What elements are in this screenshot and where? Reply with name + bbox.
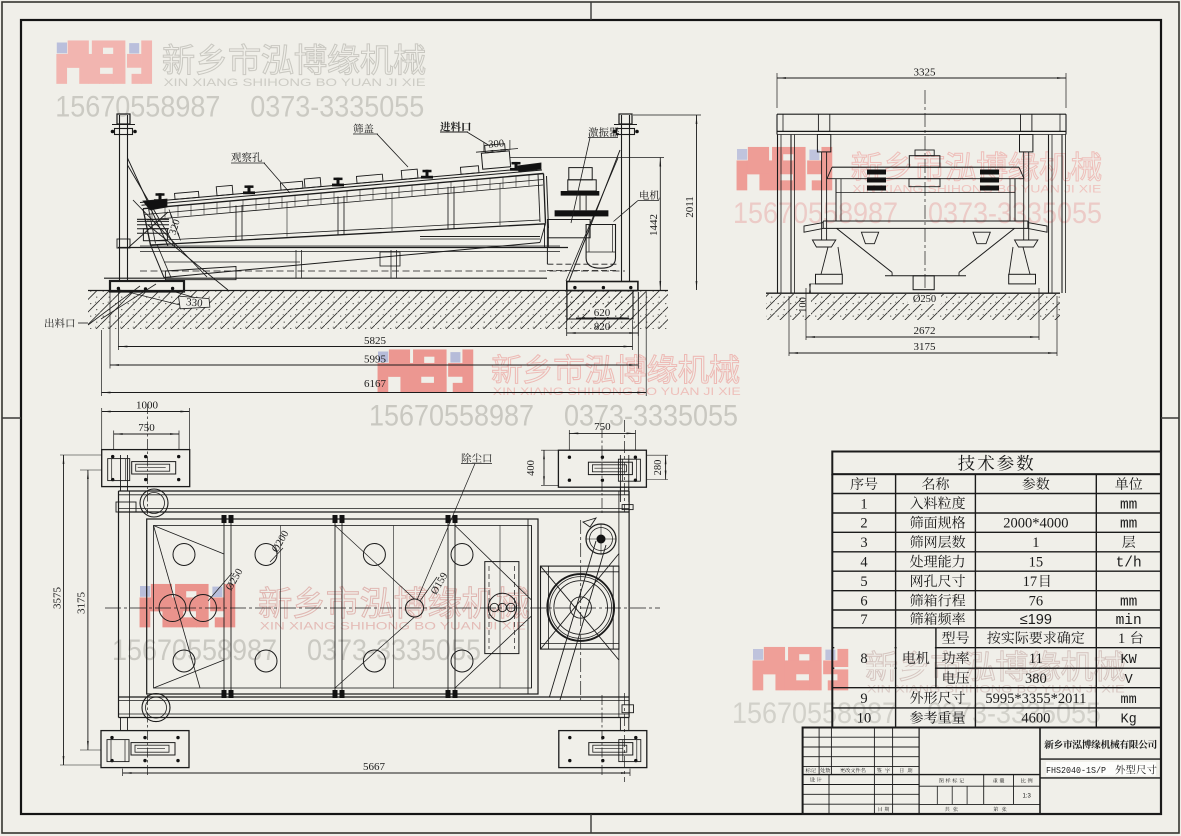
svg-text:3575: 3575: [52, 587, 64, 610]
svg-text:XIN XIANG SHIHONG BO YUAN JI X: XIN XIANG SHIHONG BO YUAN JI XIE: [493, 386, 741, 398]
svg-text:3: 3: [860, 535, 867, 551]
svg-text:820: 820: [594, 321, 611, 333]
svg-text:≤199: ≤199: [1020, 612, 1052, 628]
svg-text:1:3: 1:3: [1023, 794, 1032, 800]
svg-text:1442: 1442: [648, 214, 660, 236]
svg-text:mm: mm: [1121, 693, 1137, 708]
svg-text:100: 100: [798, 297, 809, 313]
svg-text:620: 620: [594, 307, 611, 319]
svg-text:3175: 3175: [76, 592, 88, 615]
svg-text:76: 76: [1029, 593, 1044, 609]
svg-text:750: 750: [138, 422, 155, 434]
svg-text:15670558987 0373-3335055: 15670558987 0373-3335055: [369, 400, 738, 433]
svg-text:min: min: [1116, 613, 1142, 629]
svg-text:1: 1: [1118, 631, 1125, 647]
svg-text:KW: KW: [1121, 653, 1138, 668]
svg-text:280: 280: [653, 460, 664, 476]
svg-text:15670558987 0373-3335055: 15670558987 0373-3335055: [55, 91, 424, 124]
svg-text:5825: 5825: [364, 335, 387, 347]
svg-text:Kg: Kg: [1121, 713, 1137, 728]
svg-text:7: 7: [860, 612, 867, 628]
svg-text:750: 750: [594, 421, 611, 433]
svg-text:XIN XIANG SHIHONG BO YUAN JI X: XIN XIANG SHIHONG BO YUAN JI XIE: [260, 621, 526, 633]
svg-text:380: 380: [1025, 671, 1047, 687]
svg-text:15670558987 0373-3335055: 15670558987 0373-3335055: [112, 634, 481, 667]
svg-text:1000: 1000: [136, 400, 159, 412]
svg-text:5995: 5995: [364, 354, 387, 366]
svg-text:8: 8: [860, 651, 867, 667]
svg-text:XIN XIANG SHIHONG BO YUAN JI X: XIN XIANG SHIHONG BO YUAN JI XIE: [164, 77, 426, 89]
svg-text:2011: 2011: [684, 196, 696, 218]
svg-text:1: 1: [860, 496, 867, 512]
svg-text:15670558987 0373-3335055: 15670558987 0373-3335055: [733, 197, 1102, 230]
svg-text:3175: 3175: [914, 341, 937, 353]
svg-text:15670558987 0373-3335055: 15670558987 0373-3335055: [732, 697, 1101, 730]
svg-text:5: 5: [860, 574, 867, 590]
svg-text:t/h: t/h: [1116, 556, 1142, 572]
svg-text:4600: 4600: [1021, 711, 1050, 727]
svg-text:15: 15: [1029, 555, 1044, 571]
svg-text:1: 1: [1032, 535, 1039, 551]
svg-text:mm: mm: [1120, 517, 1137, 533]
svg-text:2000*4000: 2000*4000: [1003, 516, 1068, 532]
svg-text:17: 17: [1023, 574, 1038, 590]
svg-text:5995*3355*2011: 5995*3355*2011: [985, 691, 1086, 707]
svg-text:Ø250: Ø250: [913, 294, 936, 305]
svg-text:mm: mm: [1120, 497, 1137, 513]
svg-text:320: 320: [167, 218, 182, 236]
svg-text:11: 11: [1029, 651, 1043, 667]
svg-text:2: 2: [860, 516, 867, 532]
svg-text:400: 400: [526, 460, 537, 476]
svg-text:6: 6: [860, 593, 867, 609]
svg-text:XIN XIANG SHIHONG BO YUAN JI X: XIN XIANG SHIHONG BO YUAN JI XIE: [852, 184, 1101, 196]
svg-text:9: 9: [860, 691, 867, 707]
svg-text:2672: 2672: [914, 325, 936, 337]
svg-text:6167: 6167: [364, 378, 387, 390]
svg-text:330: 330: [185, 296, 203, 310]
svg-text:mm: mm: [1120, 594, 1137, 610]
svg-text:V: V: [1125, 673, 1134, 688]
svg-text:4: 4: [860, 555, 868, 571]
svg-text:5667: 5667: [363, 761, 386, 773]
svg-text:300: 300: [488, 138, 505, 150]
svg-text:FHS2040-1S/P: FHS2040-1S/P: [1046, 766, 1106, 776]
svg-text:10: 10: [857, 711, 872, 727]
svg-text:3325: 3325: [914, 67, 937, 79]
